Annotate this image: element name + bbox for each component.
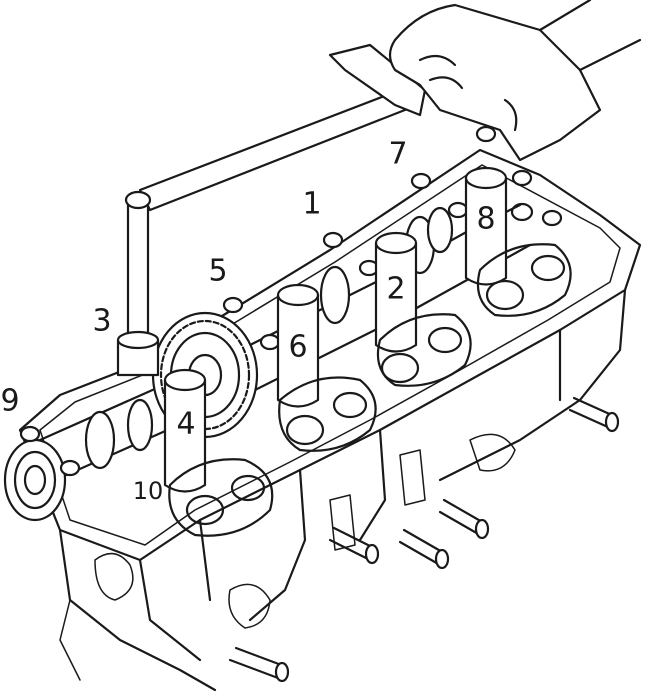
callout-4: 4 xyxy=(176,407,195,442)
callout-6: 6 xyxy=(288,330,307,365)
callout-10: 10 xyxy=(133,477,164,505)
hand xyxy=(388,0,642,162)
cylinder-head-body xyxy=(18,148,642,692)
bearing-caps xyxy=(19,125,533,477)
exhaust-studs xyxy=(228,396,620,683)
callout-3: 3 xyxy=(92,304,111,339)
callout-7: 7 xyxy=(388,137,407,172)
callout-5: 5 xyxy=(208,254,227,289)
callout-8: 8 xyxy=(476,202,495,237)
callout-labels: 1 2 3 4 5 6 7 8 9 10 xyxy=(0,137,495,506)
torque-wrench xyxy=(116,43,427,377)
valve-pockets xyxy=(168,202,572,537)
callout-2: 2 xyxy=(386,272,405,307)
callout-1: 1 xyxy=(302,187,321,222)
callout-9: 9 xyxy=(0,384,19,419)
